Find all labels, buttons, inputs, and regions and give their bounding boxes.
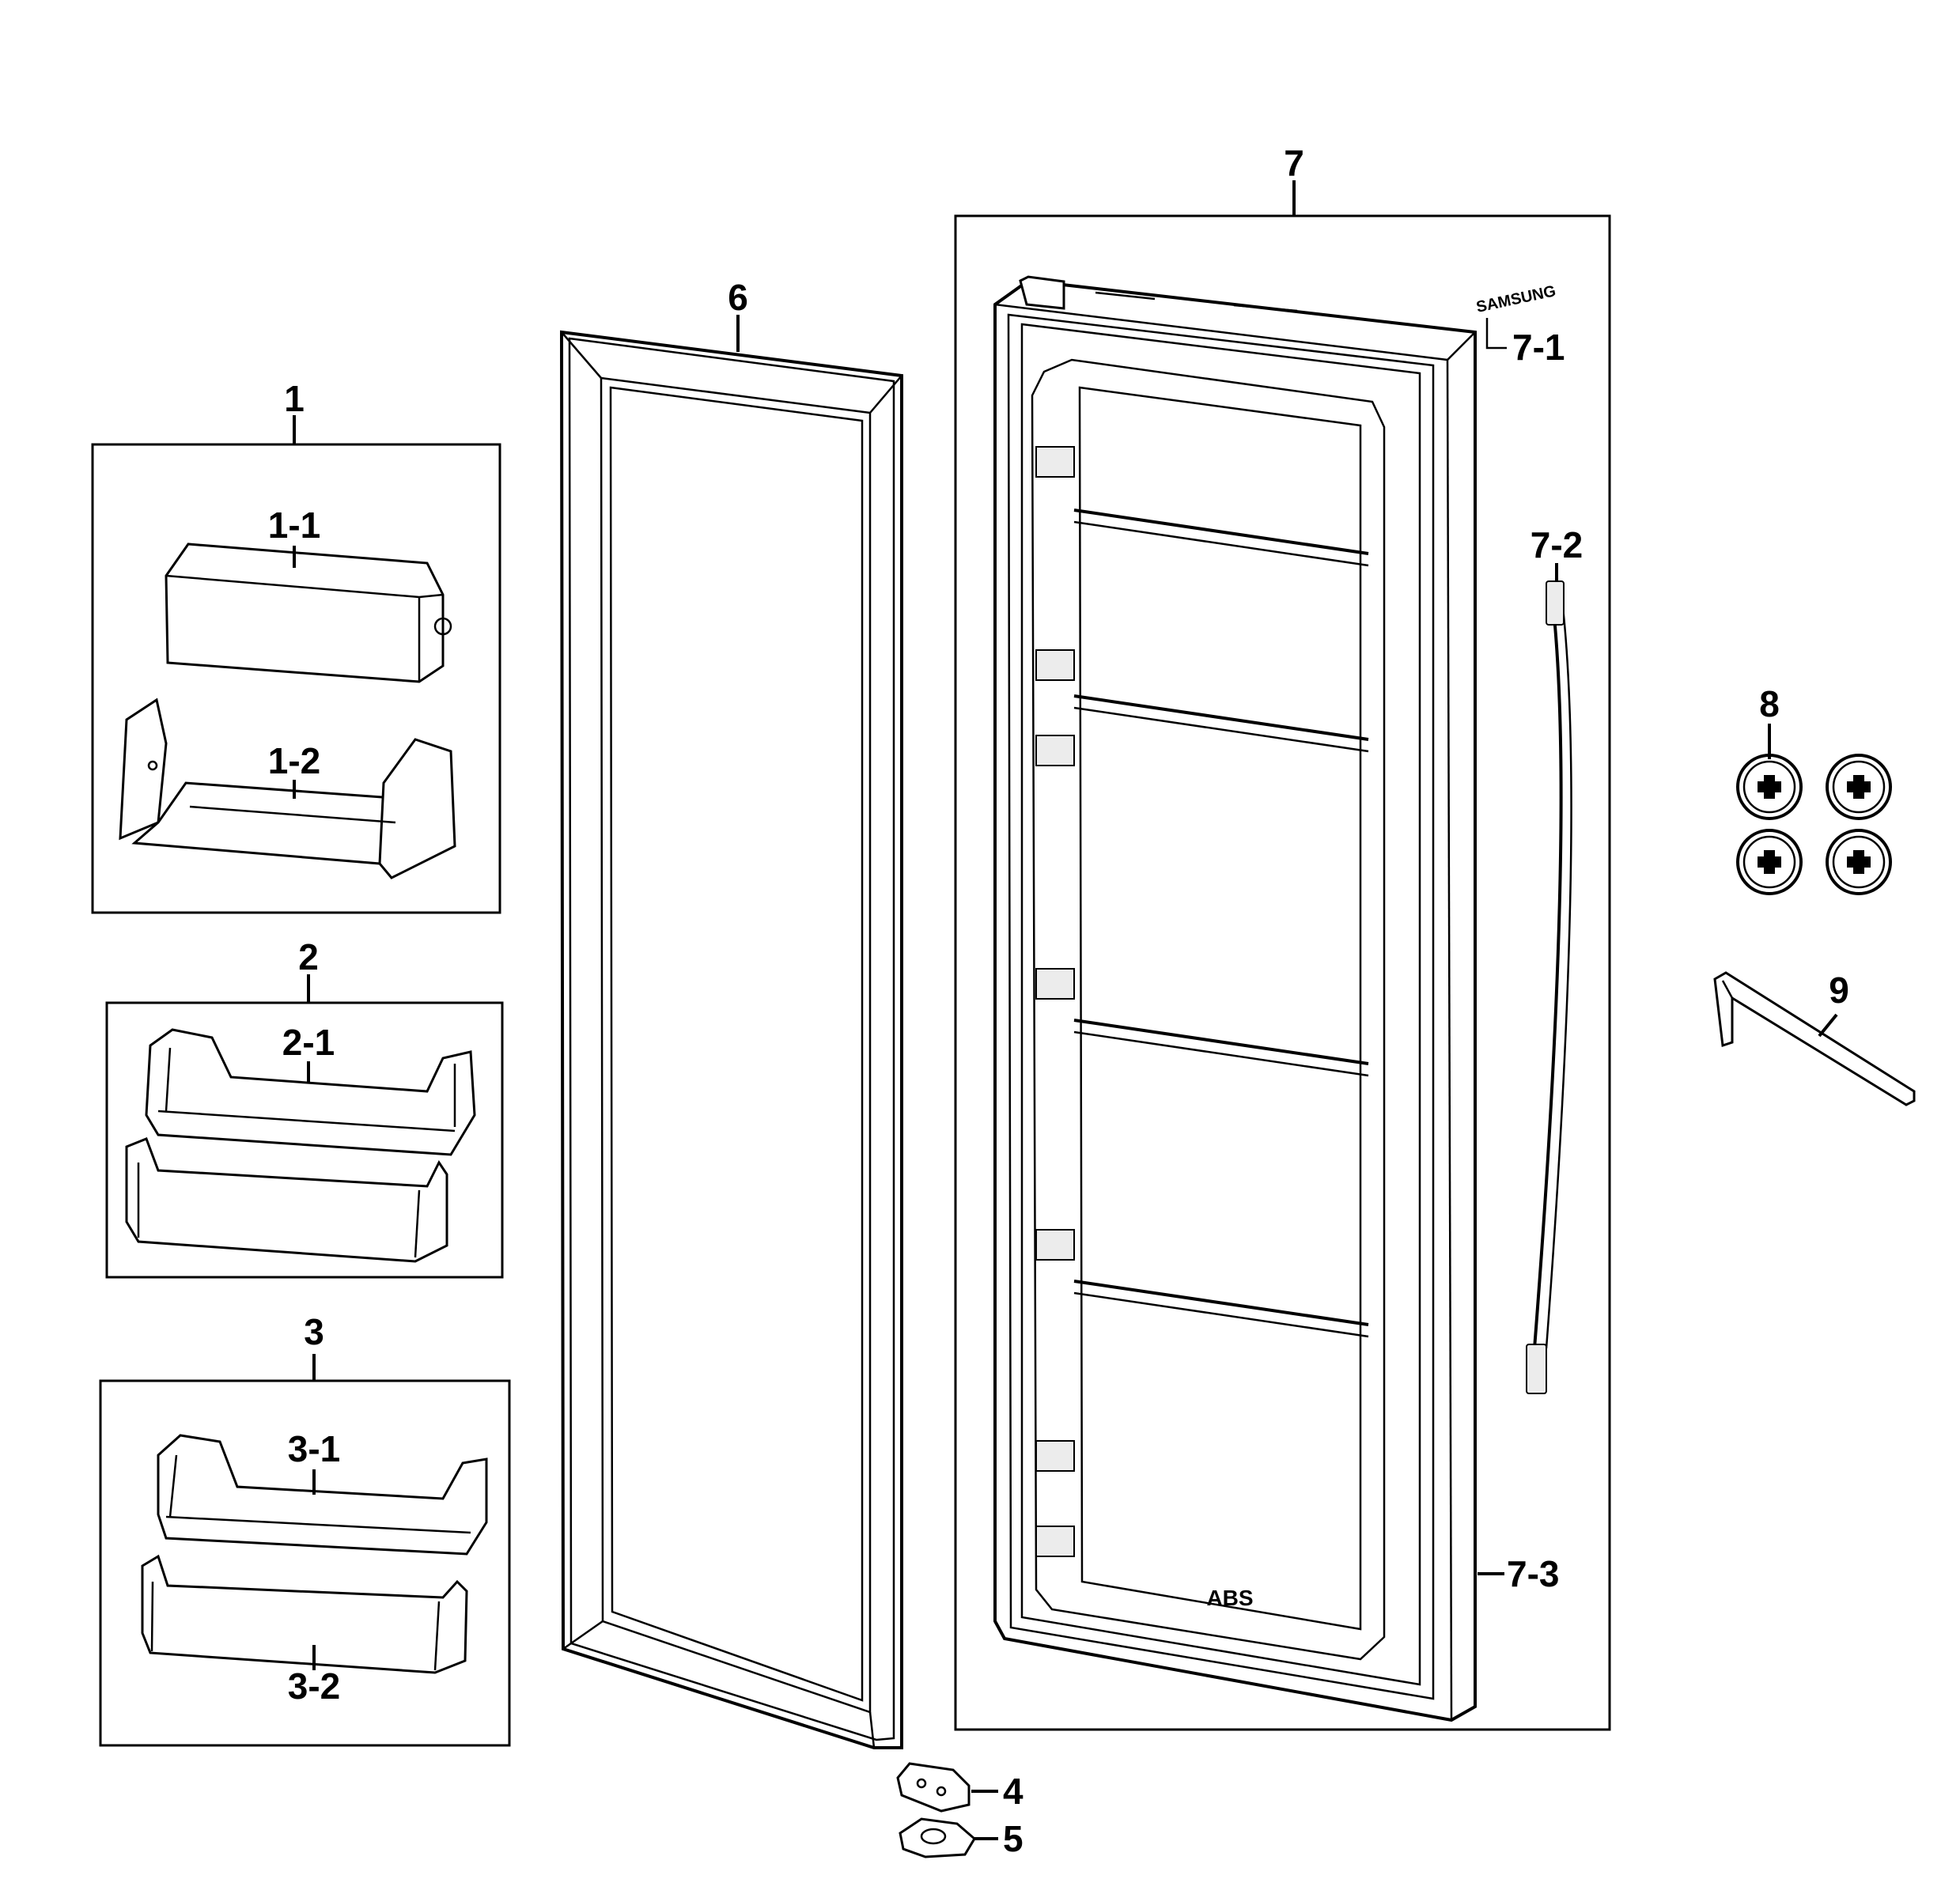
door-guard-upper-part-3	[157, 1434, 488, 1556]
group-2-frame	[105, 1001, 504, 1279]
cap-cover-4	[1826, 829, 1892, 895]
material-mark: ABS	[1206, 1586, 1253, 1610]
dairy-cover-part	[165, 543, 452, 683]
shelf-clips	[1035, 446, 1075, 1557]
part-group-1: 1 1-1 1-2	[91, 378, 501, 914]
cap-cover-3	[1736, 829, 1803, 895]
group-1-frame	[91, 443, 501, 914]
cap-covers-part: 8	[1736, 683, 1892, 895]
label-9: 9	[1829, 970, 1849, 1011]
door-stopper-part	[1713, 971, 1916, 1106]
label-1: 1	[284, 378, 305, 419]
door-assembly-part	[993, 275, 1477, 1722]
hinge-bushing-part	[899, 1817, 976, 1858]
label-2: 2	[298, 936, 319, 977]
dairy-bin-part	[119, 698, 456, 879]
door-guard-lower-part-3	[141, 1554, 468, 1674]
label-1-1: 1-1	[268, 505, 320, 546]
cap-cover-2	[1826, 754, 1892, 820]
label-7-3: 7-3	[1507, 1553, 1559, 1594]
door-gasket-part	[559, 330, 903, 1749]
label-1-2: 1-2	[268, 740, 320, 781]
hinge-shim-part	[896, 1762, 971, 1813]
label-2-1: 2-1	[282, 1022, 335, 1063]
label-3-1: 3-1	[288, 1428, 340, 1469]
part-group-2: 2 2-1	[105, 936, 504, 1279]
cap-cover-1	[1736, 754, 1803, 820]
group-7-frame	[954, 214, 1611, 1731]
group-3-frame	[99, 1379, 511, 1747]
label-7-1: 7-1	[1512, 327, 1565, 368]
door-guard-lower-part	[125, 1137, 448, 1263]
door-cable-part	[1526, 580, 1572, 1394]
label-3: 3	[304, 1311, 324, 1352]
label-5: 5	[1003, 1818, 1024, 1859]
label-4: 4	[1003, 1771, 1024, 1812]
label-7-2: 7-2	[1531, 524, 1583, 565]
part-group-3: 3 3-1 3-2	[99, 1311, 511, 1747]
door-guard-upper-part	[145, 1028, 476, 1156]
label-8: 8	[1759, 683, 1780, 724]
part-group-7: 7	[954, 142, 1611, 1731]
brand-badge-part: SAMSUNG	[1474, 282, 1557, 316]
label-3-2: 3-2	[288, 1665, 340, 1707]
label-6: 6	[728, 277, 748, 318]
label-7: 7	[1284, 142, 1304, 183]
